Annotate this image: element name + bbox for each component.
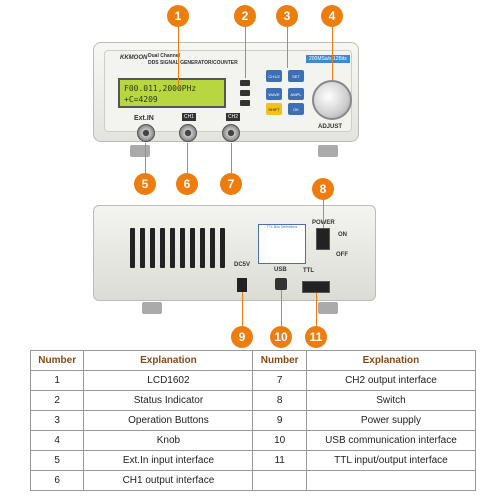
- callout-10: 10: [270, 326, 292, 348]
- table-cell: CH1 output interface: [83, 470, 254, 491]
- header-explanation: Explanation: [305, 350, 477, 371]
- ttl-port[interactable]: [302, 281, 330, 293]
- ttl-table-title: TTL Bus Definitions: [266, 225, 298, 229]
- spec-badge: 200MSa/s 12Bits: [306, 55, 350, 63]
- callout-4: 4: [321, 5, 343, 27]
- table-row: 1 LCD1602 7 CH2 output interface: [29, 370, 477, 391]
- back-foot-left: [142, 302, 162, 314]
- callout-5: 5: [134, 173, 156, 195]
- adjust-label: ADJUST: [318, 124, 343, 130]
- table-cell: [305, 470, 477, 491]
- header-explanation: Explanation: [83, 350, 254, 371]
- table-cell: [252, 470, 307, 491]
- button-shift[interactable]: SHIFT: [266, 103, 282, 115]
- vent-slot: [200, 228, 205, 268]
- power-on-label: ON: [338, 232, 347, 238]
- callout-7: 7: [220, 173, 242, 195]
- table-cell: Knob: [83, 430, 254, 451]
- lcd-line1: F00.011,2000PHz: [124, 84, 197, 93]
- table-row: 6 CH1 output interface: [29, 470, 477, 491]
- callout-1: 1: [167, 5, 189, 27]
- table-cell: CH2 output interface: [305, 370, 477, 391]
- table-cell: 1: [29, 370, 85, 391]
- callout-8: 8: [312, 178, 334, 200]
- table-cell: LCD1602: [83, 370, 254, 391]
- table-cell: Ext.In input interface: [83, 450, 254, 471]
- callout-6: 6: [176, 173, 198, 195]
- ttl-label: TTL: [303, 268, 314, 274]
- vent-slot: [170, 228, 175, 268]
- table-cell: USB communication interface: [305, 430, 477, 451]
- callout-3: 3: [276, 5, 298, 27]
- table-cell: 6: [29, 470, 85, 491]
- status-led-ch2: [240, 90, 250, 96]
- device-title-line1: Dual Channel: [148, 53, 180, 59]
- table-row: 3 Operation Buttons 9 Power supply: [29, 410, 477, 431]
- table-cell: Status Indicator: [83, 390, 254, 411]
- callout-11: 11: [305, 326, 327, 348]
- back-foot-right: [318, 302, 338, 314]
- table-cell: Power supply: [305, 410, 477, 431]
- header-number: Number: [29, 350, 85, 371]
- table-cell: Operation Buttons: [83, 410, 254, 431]
- front-foot-right: [318, 145, 338, 157]
- button-ok[interactable]: OK: [288, 103, 304, 115]
- brand-logo: KKMOON: [120, 55, 148, 61]
- vent-slot: [210, 228, 215, 268]
- dc-power-jack[interactable]: [237, 278, 247, 292]
- header-number: Number: [252, 350, 307, 371]
- dc-label: DC5V: [234, 262, 251, 268]
- status-led-set: [240, 100, 250, 106]
- power-off-label: OFF: [336, 252, 348, 258]
- table-cell: 8: [252, 390, 307, 411]
- vent-slot: [180, 228, 185, 268]
- ext-in-label: Ext.IN: [134, 115, 154, 122]
- button-set[interactable]: SET: [288, 70, 304, 82]
- vent-slot: [150, 228, 155, 268]
- button-wave[interactable]: WAVE: [266, 88, 282, 100]
- lcd-display: F00.011,2000PHz +C=4209: [118, 78, 226, 108]
- table-cell: 7: [252, 370, 307, 391]
- ch1-connector[interactable]: [179, 124, 197, 142]
- callout-9: 9: [231, 326, 253, 348]
- table-row: 2 Status Indicator 8 Switch: [29, 390, 477, 411]
- table-cell: 5: [29, 450, 85, 471]
- vent-slot: [130, 228, 135, 268]
- table-cell: 11: [252, 450, 307, 471]
- table-cell: 10: [252, 430, 307, 451]
- ch1-label: CH1: [182, 113, 197, 121]
- front-foot-left: [130, 145, 150, 157]
- button-ch12[interactable]: CH1/2: [266, 70, 282, 82]
- adjust-knob[interactable]: [312, 80, 352, 120]
- status-led-ch1: [240, 80, 250, 86]
- explanation-table: Number Explanation Number Explanation 1 …: [29, 350, 477, 491]
- table-cell: 9: [252, 410, 307, 431]
- ch2-label: CH2: [226, 113, 241, 121]
- table-cell: 2: [29, 390, 85, 411]
- table-cell: 3: [29, 410, 85, 431]
- usb-port[interactable]: [275, 278, 287, 290]
- button-ampl[interactable]: AMPL: [288, 88, 304, 100]
- ttl-definition-table: TTL Bus Definitions: [258, 224, 306, 264]
- vent-slot: [190, 228, 195, 268]
- usb-label: USB: [274, 267, 287, 273]
- vent-slot: [140, 228, 145, 268]
- table-header-row: Number Explanation Number Explanation: [29, 350, 477, 371]
- power-switch[interactable]: [316, 228, 330, 250]
- lcd-line2: +C=4209: [124, 95, 158, 104]
- ch2-connector[interactable]: [222, 124, 240, 142]
- device-title-line2: DDS SIGNAL GENERATOR/COUNTER: [148, 60, 238, 66]
- table-cell: 4: [29, 430, 85, 451]
- ext-in-connector[interactable]: [137, 124, 155, 142]
- vent-slot: [160, 228, 165, 268]
- table-row: 4 Knob 10 USB communication interface: [29, 430, 477, 451]
- callout-2: 2: [234, 5, 256, 27]
- table-row: 5 Ext.In input interface 11 TTL input/ou…: [29, 450, 477, 471]
- table-cell: TTL input/output interface: [305, 450, 477, 471]
- vent-slot: [220, 228, 225, 268]
- table-cell: Switch: [305, 390, 477, 411]
